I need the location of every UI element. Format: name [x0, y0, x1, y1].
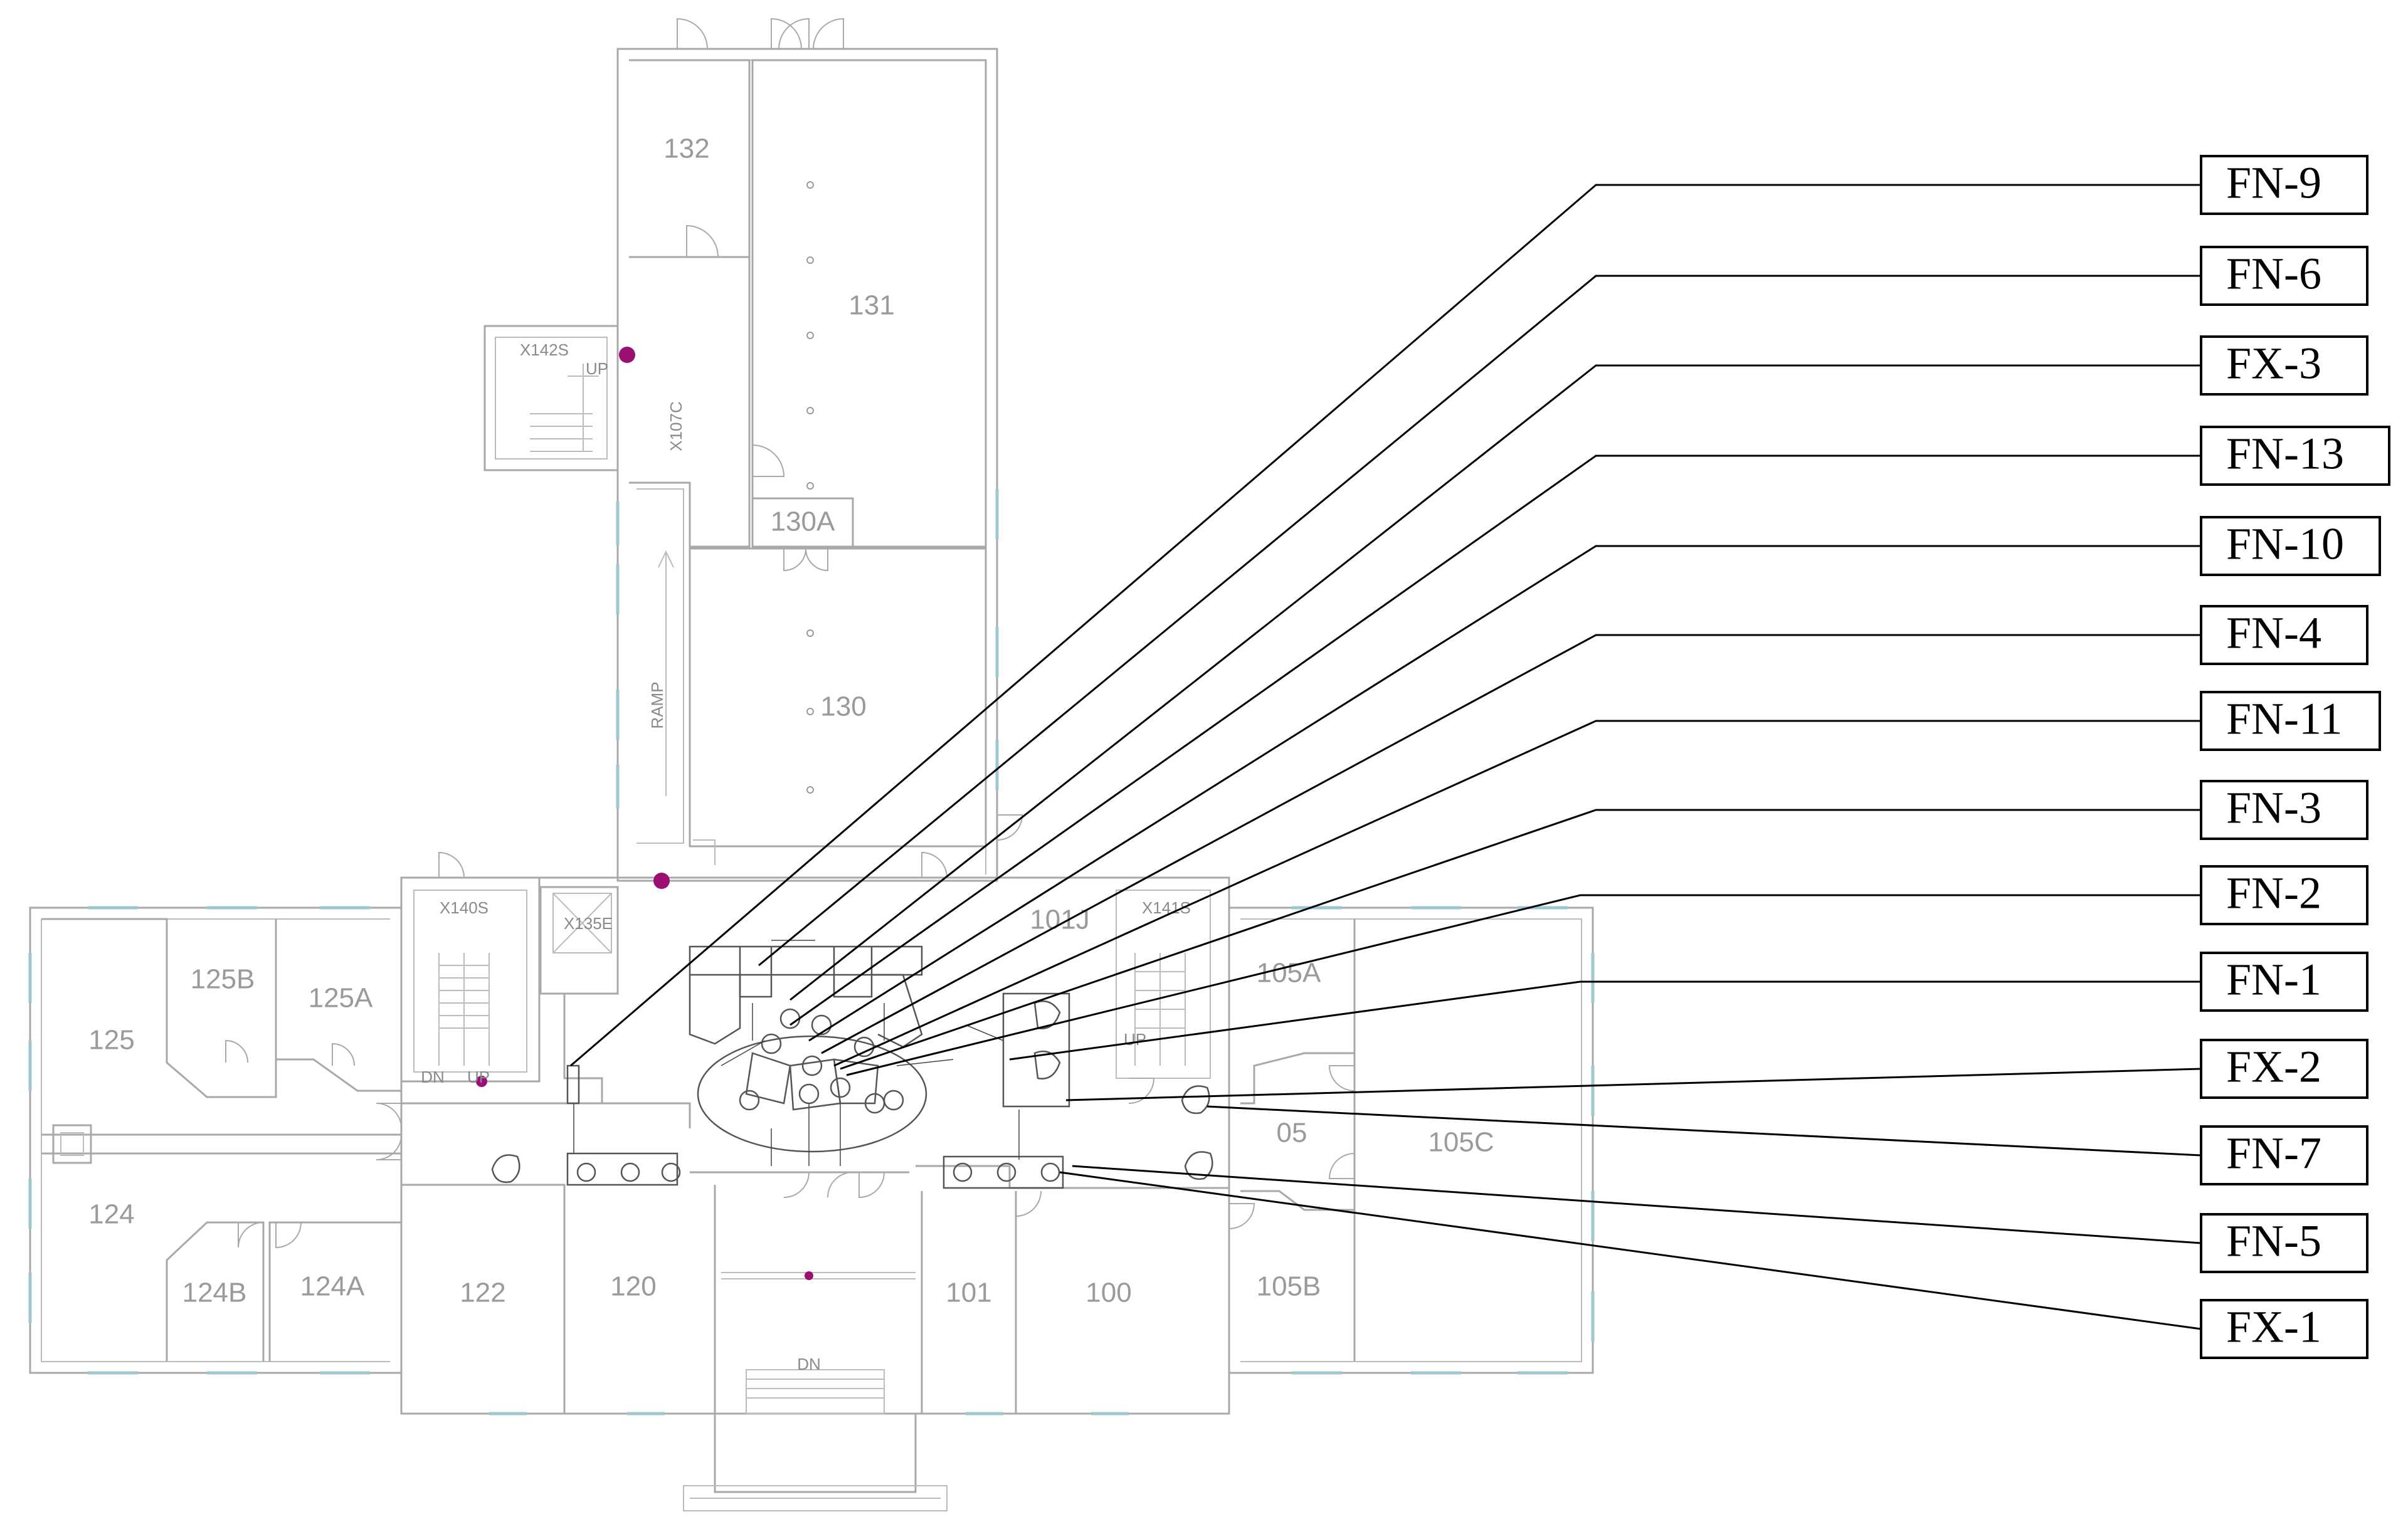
- room-label-124a: 124A: [300, 1271, 365, 1302]
- plan-label-up: UP: [467, 1068, 490, 1086]
- leader-line-fn-5: [1072, 1165, 2202, 1244]
- leader-line-fn-3: [840, 809, 2201, 1070]
- room-label-101j: 101J: [1030, 905, 1089, 935]
- leader-line-fn-6: [758, 275, 2201, 967]
- plan-label-dn: DN: [797, 1355, 821, 1374]
- room-label-124: 124: [88, 1199, 134, 1230]
- room-labels: 132 131 130A 130 125B 125A 125 124 124B 124A 122 12…: [88, 134, 1494, 1308]
- tag-fn-7: FN-7: [2200, 1125, 2368, 1185]
- tag-label: FN-10: [2226, 519, 2344, 569]
- leader-line-fn-13: [789, 454, 2201, 1026]
- room-label-105b: 105B: [1257, 1271, 1321, 1302]
- tag-fn-13: FN-13: [2200, 426, 2390, 486]
- tag-label: FN-9: [2226, 158, 2321, 208]
- plan-label-up: UP: [1124, 1030, 1146, 1049]
- tag-fn-11: FN-11: [2200, 691, 2381, 751]
- tag-box: [2200, 1299, 2368, 1359]
- tag-box: [2200, 1213, 2368, 1273]
- room-label-125b: 125B: [191, 964, 255, 995]
- room-label-125: 125: [88, 1025, 134, 1056]
- room-label-132: 132: [663, 134, 709, 164]
- plan-label-x142s: X142S: [520, 340, 569, 359]
- markers: [476, 181, 814, 1280]
- tag-box: [2200, 246, 2368, 306]
- tag-box: [2200, 1039, 2368, 1099]
- room-label-05: 05: [1277, 1118, 1307, 1148]
- leader-line-fn-9: [570, 184, 2201, 1067]
- tag-fn-3: FN-3: [2200, 780, 2368, 840]
- tag-box: [2200, 516, 2381, 576]
- plan-label-ramp: RAMP: [648, 681, 667, 728]
- tag-label: FN-3: [2226, 783, 2321, 833]
- tag-box: [2200, 426, 2390, 486]
- tag-fn-2: FN-2: [2200, 865, 2368, 925]
- room-label-101: 101: [946, 1278, 991, 1308]
- tag-box: [2200, 952, 2368, 1012]
- room-label-124b: 124B: [182, 1278, 247, 1308]
- tag-box: [2200, 155, 2368, 215]
- leader-line-fn-10: [808, 545, 2201, 1042]
- tag-fx-2: FX-2: [2200, 1039, 2368, 1099]
- leader-line-fn-7: [1207, 1105, 2202, 1157]
- plan-label-x107c: X107C: [667, 401, 685, 451]
- tag-label: FN-4: [2226, 608, 2321, 658]
- tag-label: FX-2: [2226, 1042, 2321, 1092]
- tag-label: FN-7: [2226, 1128, 2321, 1179]
- plan-label-up: UP: [586, 359, 608, 378]
- windows: [28, 489, 1595, 1416]
- leader-line-fx-2: [1065, 1068, 2202, 1101]
- building-walls: [29, 48, 1594, 1511]
- tag-fn-6: FN-6: [2200, 246, 2368, 306]
- tag-label: FX-3: [2226, 339, 2321, 389]
- tag-callouts: FN-9FN-6FX-3FN-13FN-10FN-4FN-11FN-3FN-2F…: [2200, 155, 2390, 1359]
- tag-fn-5: FN-5: [2200, 1213, 2368, 1273]
- room-label-122: 122: [460, 1278, 505, 1308]
- room-label-100: 100: [1085, 1278, 1131, 1308]
- leader-line-fn-4: [821, 634, 2201, 1054]
- leader-lines: [570, 184, 2202, 1330]
- room-label-125a: 125A: [309, 983, 373, 1014]
- tag-box: [2200, 1125, 2368, 1185]
- tag-label: FN-11: [2226, 694, 2342, 744]
- leader-line-fx-1: [1059, 1171, 2202, 1330]
- tag-label: FN-5: [2226, 1216, 2321, 1266]
- plan-label-x140s: X140S: [440, 898, 488, 917]
- tag-box: [2200, 780, 2368, 840]
- tag-box: [2200, 865, 2368, 925]
- leader-line-fn-11: [833, 720, 2201, 1067]
- tag-fx-3: FX-3: [2200, 335, 2368, 396]
- tag-fn-9: FN-9: [2200, 155, 2368, 215]
- leader-line-fn-2: [846, 894, 2201, 1076]
- room-label-130: 130: [820, 691, 866, 722]
- plan-label-dn: DN: [421, 1068, 445, 1086]
- tag-fn-10: FN-10: [2200, 516, 2381, 576]
- tag-label: FN-2: [2226, 868, 2321, 918]
- leader-line-fx-3: [789, 364, 2201, 1001]
- tag-label: FX-1: [2226, 1302, 2321, 1352]
- tag-label: FN-6: [2226, 249, 2321, 299]
- room-label-120: 120: [610, 1271, 656, 1302]
- plan-label-x135e: X135E: [564, 914, 613, 933]
- room-label-130a: 130A: [771, 507, 835, 537]
- room-label-105c: 105C: [1428, 1127, 1494, 1158]
- tag-fx-1: FX-1: [2200, 1299, 2368, 1359]
- room-label-105a: 105A: [1257, 958, 1321, 989]
- tag-box: [2200, 691, 2381, 751]
- doors: [225, 18, 1355, 1249]
- tag-box: [2200, 605, 2368, 665]
- room-label-131: 131: [848, 290, 894, 321]
- tag-label: FN-13: [2226, 429, 2344, 479]
- tag-fn-4: FN-4: [2200, 605, 2368, 665]
- tag-fn-1: FN-1: [2200, 952, 2368, 1012]
- tag-label: FN-1: [2226, 955, 2321, 1005]
- tag-box: [2200, 335, 2368, 396]
- leader-line-fn-1: [1009, 980, 2201, 1061]
